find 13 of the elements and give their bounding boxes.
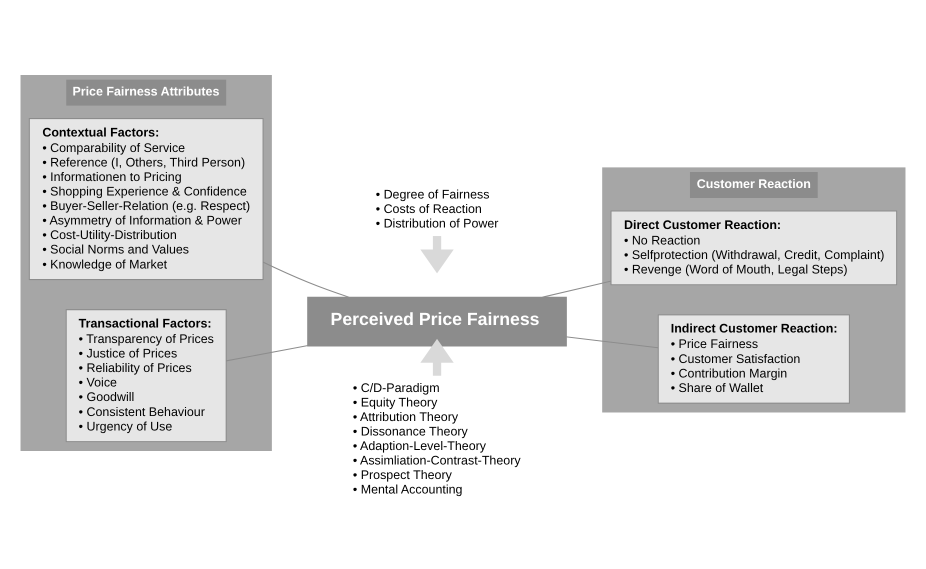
arrow	[420, 338, 454, 376]
node-box: Transactional Factors: • Transparency of Prices • Justice of Prices • Reliability of Prices • Voice • Goodwill • Consistent Behaviour • Urgency of Use	[66, 309, 227, 442]
connector	[542, 280, 611, 298]
connector	[226, 345, 308, 362]
node-box: Perceived Price Fairness	[307, 296, 567, 347]
node-box: Indirect Customer Reaction: • Price Fairness • Customer Satisfaction • Contribution Margin • Share of Wallet	[658, 314, 850, 404]
arrow	[420, 236, 454, 274]
node-box: Contextual Factors: • Comparability of Service • Reference (I, Others, Third Person) • Informationen to Pricing • Shopping Experience & Confidence • Buyer-Seller-Relation (e.g. Respect) • Asymmetry of Information & Power • Cost-Utility-Distribution • Social Norms and Values • Knowledge of Market	[28, 118, 264, 280]
node-text: • C/D-Paradigm • Equity Theory • Attribution Theory • Dissonance Theory • Adaption-Level-Theory • Assimliation-Contrast-Theory • Prospect Theory • Mental Accounting	[352, 380, 521, 497]
node-text: • Degree of Fairness • Costs of Reaction • Distribution of Power	[376, 188, 498, 231]
connector	[262, 262, 350, 298]
connector	[566, 336, 658, 348]
node-box: Direct Customer Reaction: • No Reaction • Selfprotection (Withdrawal, Credit, Complaint) • Revenge (Word of Mouth, Legal Steps)	[610, 210, 898, 286]
